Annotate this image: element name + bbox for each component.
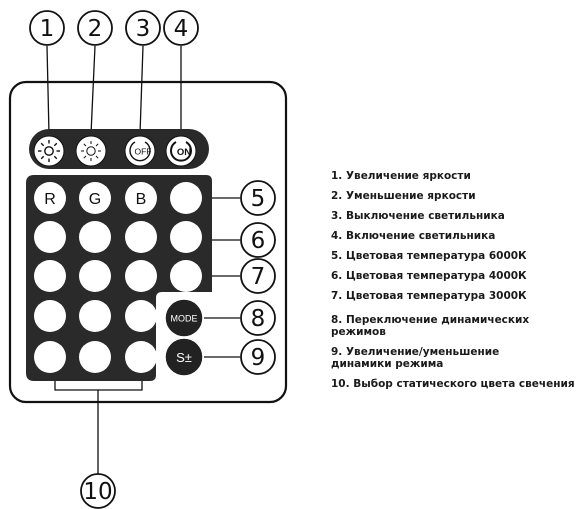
legend-item-10: 10. Выбор статического цвета свечения — [331, 378, 575, 390]
keypad-panel — [26, 175, 212, 381]
legend-item-6: 6. Цветовая температура 4000К — [331, 270, 527, 282]
color-button[interactable] — [34, 341, 66, 373]
callout-10 — [80, 473, 116, 509]
sun-down-icon — [81, 141, 101, 161]
red-button[interactable] — [34, 182, 66, 214]
callout-7-number: 7 — [251, 264, 266, 290]
color-button[interactable] — [125, 300, 157, 332]
callout-8-number: 8 — [251, 306, 266, 332]
callout-1 — [29, 10, 65, 46]
color-button[interactable] — [79, 260, 111, 292]
callout-9-number: 9 — [251, 345, 266, 371]
color-button[interactable] — [125, 221, 157, 253]
blue-button-label: B — [136, 191, 147, 208]
color-button[interactable] — [79, 300, 111, 332]
sun-up-icon — [38, 140, 60, 162]
callout-3 — [125, 10, 161, 46]
callout-4 — [163, 10, 199, 46]
power-on-button[interactable]: ON — [165, 135, 197, 167]
legend-item-7: 7. Цветовая температура 3000К — [331, 290, 527, 302]
color-button[interactable] — [125, 260, 157, 292]
callout-8 — [240, 300, 276, 336]
color-button[interactable] — [34, 300, 66, 332]
top-button-panel — [29, 129, 209, 169]
power-off-icon — [129, 141, 151, 162]
legend-item-1: 1. Увеличение яркости — [331, 170, 471, 182]
temp-6000k-button[interactable] — [170, 182, 202, 214]
power-off-label: OFF — [135, 147, 152, 157]
callout-10-number: 10 — [83, 479, 112, 505]
callout-1-number: 1 — [40, 16, 55, 42]
callout-2-number: 2 — [88, 16, 103, 42]
callout-5 — [240, 180, 276, 216]
color-button[interactable] — [125, 341, 157, 373]
callout-6 — [240, 222, 276, 258]
callout-leaders — [46, 45, 240, 478]
callout-6-number: 6 — [251, 228, 266, 254]
mode-button-label: MODE — [171, 314, 198, 324]
color-button[interactable] — [34, 221, 66, 253]
power-on-label: ON — [177, 147, 191, 158]
red-button-label: R — [44, 191, 56, 208]
green-button[interactable] — [79, 182, 111, 214]
callout-3-number: 3 — [136, 16, 151, 42]
callout-5-number: 5 — [251, 186, 266, 212]
mode-button[interactable]: MODE — [164, 298, 204, 338]
color-button[interactable] — [79, 341, 111, 373]
blue-button[interactable] — [125, 182, 157, 214]
legend-list: 1. Увеличение яркости 2. Уменьшение ярко… — [331, 170, 581, 398]
color-keypad — [34, 182, 202, 373]
brightness-down-button[interactable] — [75, 135, 107, 167]
temp-3000k-button[interactable] — [170, 260, 202, 292]
legend-item-3: 3. Выключение светильника — [331, 210, 505, 222]
callout-circles — [29, 10, 276, 509]
legend-item-9: 9. Увеличение/уменьшение динамики режима — [331, 346, 500, 370]
color-button[interactable] — [79, 221, 111, 253]
callout-numbers: 1 2 3 4 5 6 7 8 9 10 — [40, 16, 266, 505]
speed-button-label: S± — [176, 350, 192, 365]
brightness-up-button[interactable] — [33, 135, 65, 167]
power-off-button[interactable]: OFF — [124, 135, 156, 167]
color-button[interactable] — [34, 260, 66, 292]
legend-item-8: 8. Переключение динамических режимов — [331, 314, 530, 338]
legend-item-5: 5. Цветовая температура 6000К — [331, 250, 527, 262]
callout-2 — [77, 10, 113, 46]
callout-4-number: 4 — [174, 16, 189, 42]
temp-4000k-button[interactable] — [170, 221, 202, 253]
power-on-icon — [170, 141, 192, 162]
callout-9 — [240, 339, 276, 375]
speed-button[interactable]: S± — [164, 337, 204, 377]
legend-item-2: 2. Уменьшение яркости — [331, 190, 476, 202]
callout-7 — [240, 258, 276, 294]
legend-item-4: 4. Включение светильника — [331, 230, 496, 242]
green-button-label: G — [89, 191, 101, 208]
